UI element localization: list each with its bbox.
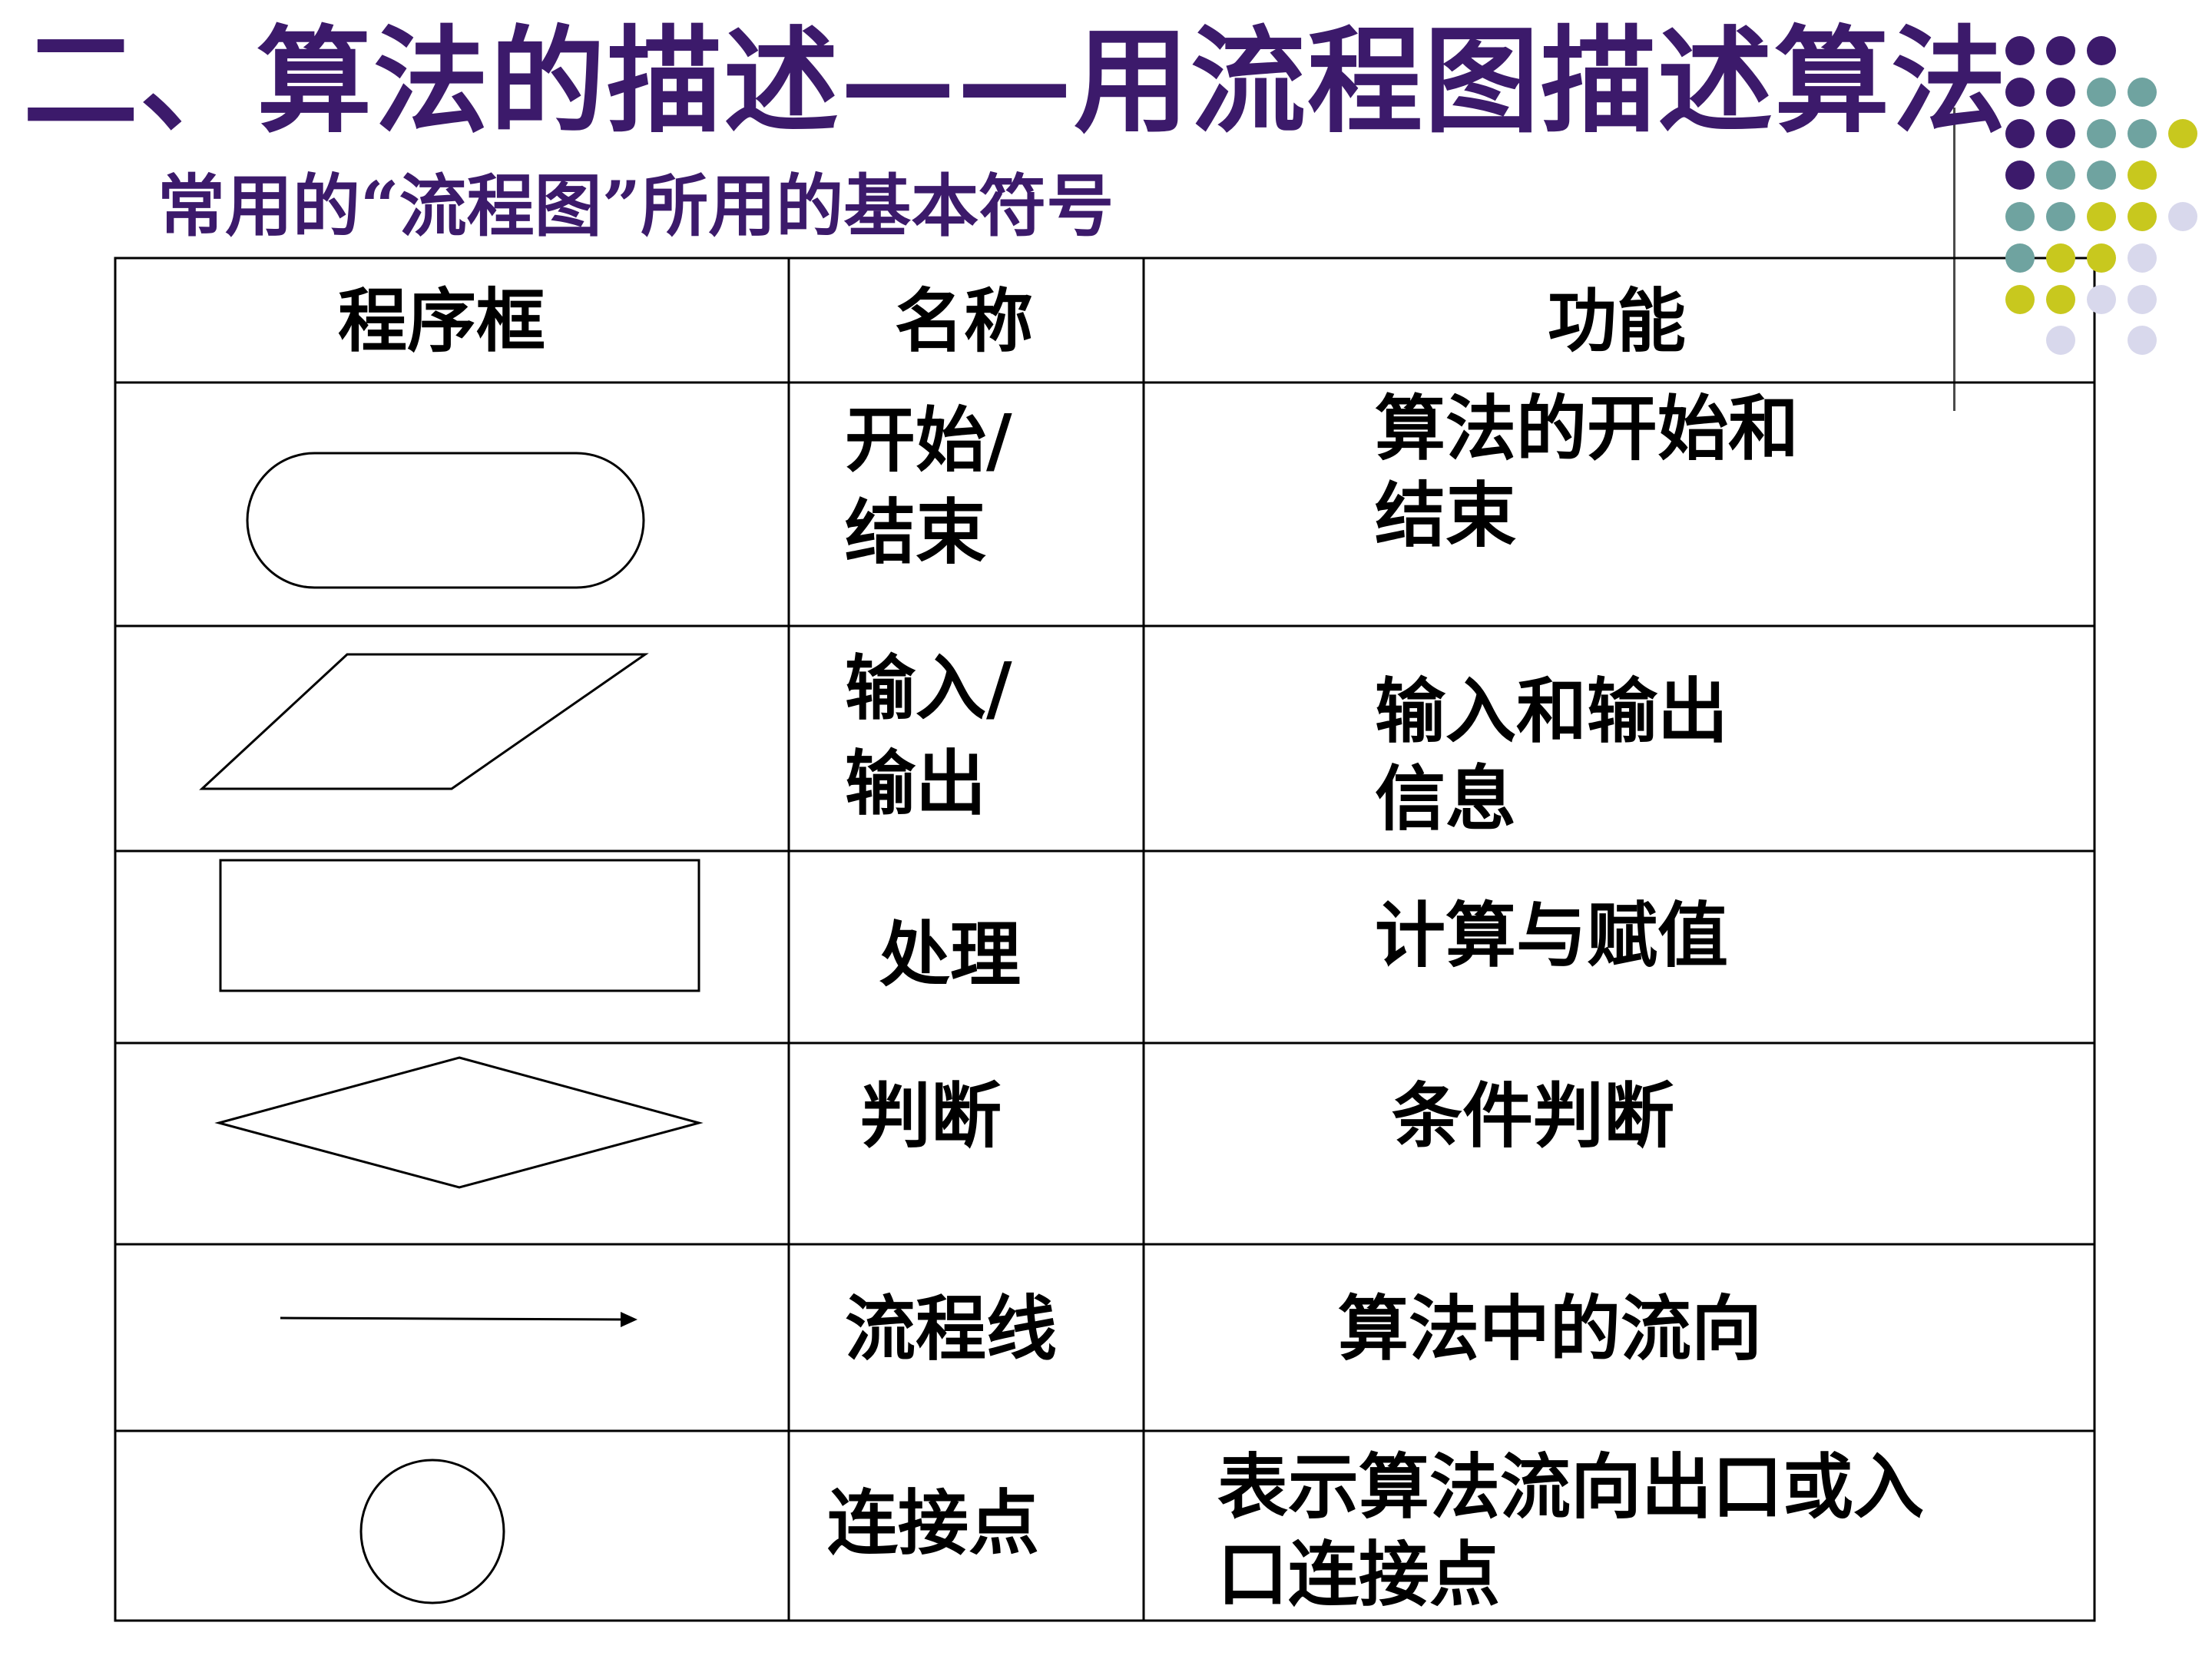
flow-line-symbol	[280, 1316, 627, 1321]
arrowhead-icon	[621, 1312, 637, 1327]
row-io-name-line2: 输出	[845, 742, 987, 825]
row-connector-name: 连接点	[827, 1482, 1040, 1565]
row-connector-func-line1: 表示算法流向出口或入	[1217, 1445, 1925, 1528]
row-start-func-line2: 结束	[1375, 474, 1517, 557]
row-flowline-name: 流程线	[845, 1287, 1058, 1370]
row-io-name-line1: 输入/	[845, 647, 1012, 730]
header-function: 功能	[1548, 280, 1686, 362]
rectangle-symbol	[219, 859, 700, 992]
terminal-oval-symbol	[246, 452, 645, 589]
slide-title: 二、算法的描述——用流程图描述算法	[23, 14, 2008, 149]
row-io-func-line2: 信息	[1375, 757, 1517, 840]
row-process-name: 处理	[879, 913, 1022, 996]
header-name: 名称	[895, 280, 1033, 362]
row-process-func: 计算与赋值	[1375, 894, 1729, 977]
row-start-name-line1: 开始/	[845, 399, 1012, 482]
row-flowline-func: 算法中的流向	[1338, 1287, 1763, 1370]
flowchart-symbols	[199, 452, 704, 1604]
row-decision-func: 条件判断	[1392, 1075, 1675, 1157]
slide-subtitle: 常用的“流程图”所用的基本符号	[157, 166, 1114, 246]
header-symbol: 程序框	[338, 280, 545, 362]
parallelogram-symbol	[199, 653, 649, 790]
row-connector-func-line2: 口连接点	[1217, 1533, 1501, 1616]
diamond-symbol	[214, 1056, 704, 1189]
table-border	[114, 257, 2096, 1622]
row-start-name-line2: 结束	[845, 491, 987, 574]
row-io-func-line1: 输入和输出	[1375, 670, 1729, 753]
row-start-func-line1: 算法的开始和	[1375, 387, 1800, 470]
table-grid	[114, 257, 2096, 1622]
circle-connector-symbol	[359, 1459, 505, 1604]
row-decision-name: 判断	[860, 1075, 1002, 1157]
